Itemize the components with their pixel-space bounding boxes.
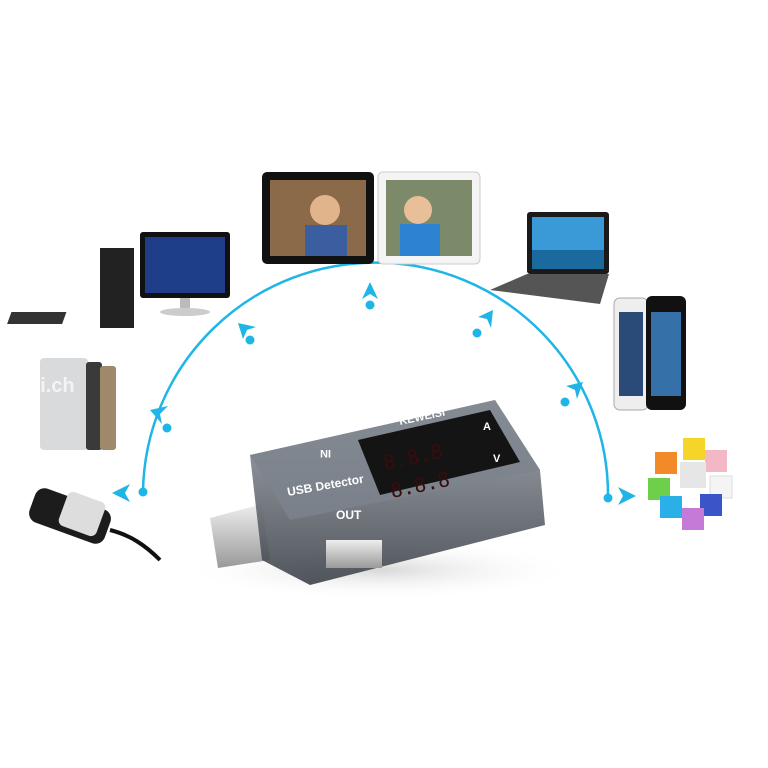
arrow-icon bbox=[112, 484, 130, 502]
tablet-black bbox=[262, 172, 374, 264]
arc-node bbox=[245, 335, 255, 345]
arrow-icon bbox=[478, 310, 493, 328]
wall-chargers bbox=[648, 438, 733, 530]
desktop-computer bbox=[7, 232, 230, 328]
arrow-icon bbox=[362, 282, 378, 299]
car-charger bbox=[29, 488, 162, 562]
arc-node bbox=[162, 423, 172, 433]
arrow-icon bbox=[566, 382, 583, 399]
unit-voltage: V bbox=[493, 453, 501, 465]
tablet-white bbox=[377, 171, 481, 265]
smartphones bbox=[613, 296, 686, 411]
power-banks bbox=[40, 358, 116, 450]
usb-plug bbox=[210, 504, 270, 568]
arrow-icon bbox=[238, 323, 256, 339]
laptop bbox=[490, 212, 609, 304]
connection-arc bbox=[112, 261, 636, 505]
usb-detector: 8.8.8 8.8.8 A V KEWEISI IN USB Detector … bbox=[210, 400, 545, 585]
arc-node bbox=[603, 493, 613, 503]
arc-node bbox=[138, 487, 148, 497]
arrow-icon bbox=[618, 487, 636, 505]
unit-current: A bbox=[483, 421, 491, 433]
watermark: tutti.ch bbox=[8, 375, 75, 397]
arc-node bbox=[365, 300, 375, 310]
label-in: IN bbox=[320, 447, 331, 459]
arc-node bbox=[472, 328, 482, 338]
arc-node bbox=[560, 397, 570, 407]
arrow-icon bbox=[150, 406, 168, 424]
usb-port-out bbox=[326, 540, 382, 568]
label-out: OUT bbox=[336, 508, 362, 522]
